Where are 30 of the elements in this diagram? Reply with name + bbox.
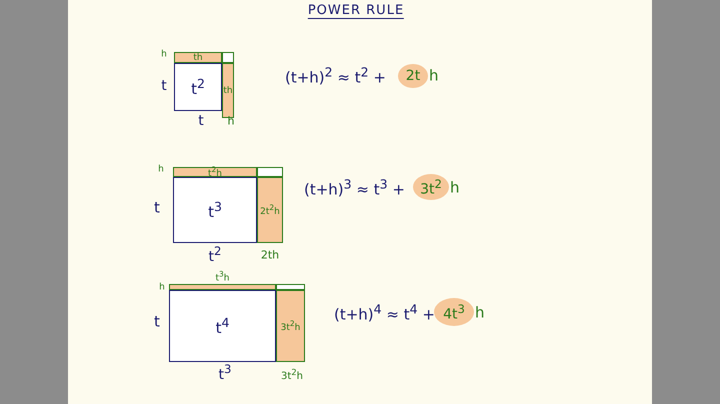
equation: (t+h)$^{4}$ ≈ t$^{4}$ +: [334, 304, 435, 322]
dimension-label: h: [159, 284, 165, 292]
dimension-label: 3t$^{2}$h: [281, 368, 303, 382]
strip-area: 2t$^{2}$h: [257, 177, 283, 243]
corner-square: [257, 167, 283, 177]
corner-square: [276, 284, 305, 290]
dimension-label: t$^{3}$: [218, 364, 232, 382]
dimension-label: h: [161, 50, 167, 60]
equation-term: h: [450, 180, 460, 196]
dimension-label: t: [161, 79, 167, 93]
equation-term: h: [429, 68, 439, 84]
dimension-label: t: [154, 314, 160, 330]
dimension-label: t: [154, 200, 160, 216]
corner-square: [222, 52, 234, 63]
square-area: t$^{4}$: [169, 290, 276, 362]
strip-area: 3t$^{2}$h: [276, 290, 305, 362]
title: POWER RULE: [308, 3, 404, 19]
dimension-label: 2th: [260, 250, 280, 260]
equation: (t+h)$^{2}$ ≈ t$^{2}$ +: [285, 66, 386, 86]
strip-area: th: [174, 52, 222, 63]
strip-area: [169, 284, 276, 290]
square-area: t$^{2}$: [174, 63, 222, 111]
dimension-label: t: [198, 114, 204, 128]
strip-area: th: [222, 63, 234, 118]
area-label: t$^{3}$h: [215, 270, 230, 284]
square-area: t$^{3}$: [173, 177, 257, 243]
equation-term: h: [475, 306, 485, 320]
dimension-label: h: [158, 166, 164, 174]
equation: (t+h)$^{3}$ ≈ t$^{3}$ +: [304, 178, 405, 198]
dimension-label: t$^{2}$: [208, 246, 222, 264]
